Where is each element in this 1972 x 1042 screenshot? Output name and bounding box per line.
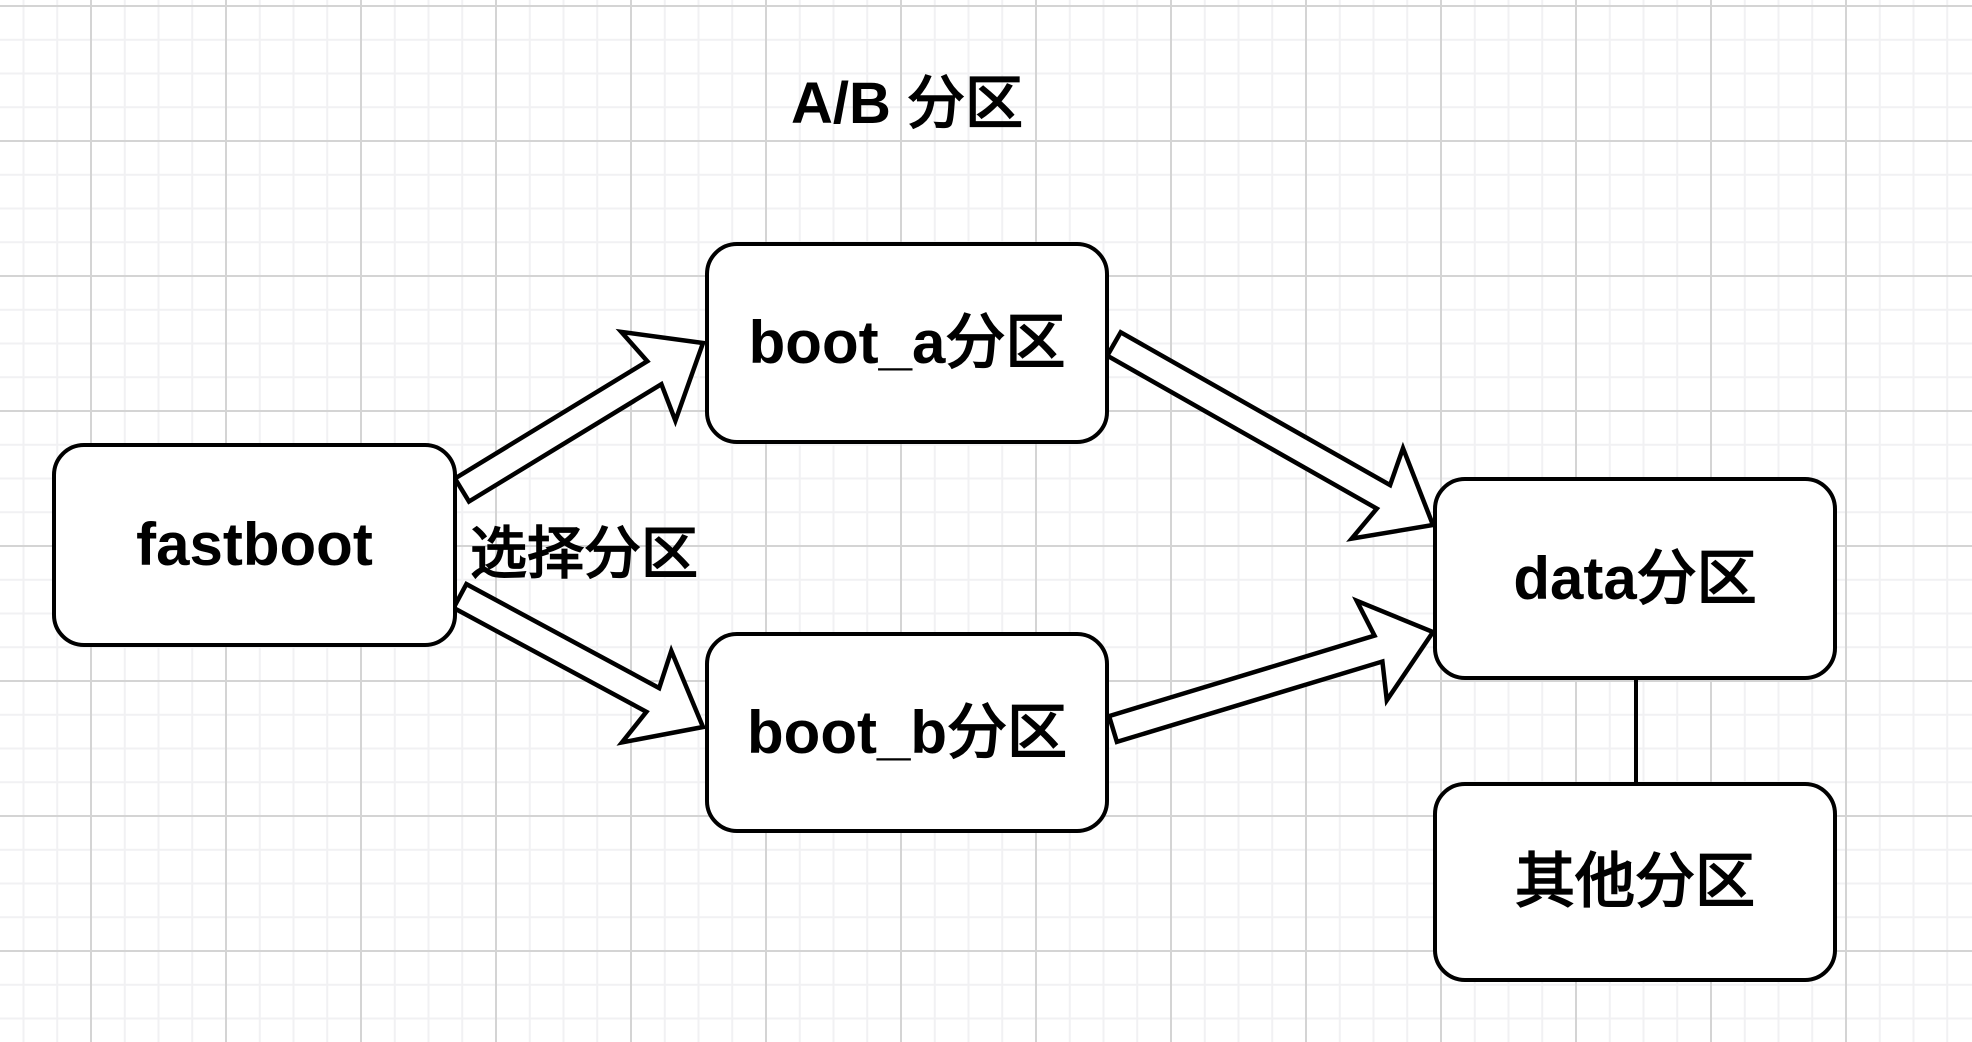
- node-other-partition[interactable]: 其他分区: [1433, 782, 1837, 982]
- diagram-title: A/B 分区: [790, 71, 1023, 136]
- arrow-fastboot-to-boot-a[interactable]: [451, 328, 707, 505]
- node-fastboot-label: fastboot: [136, 511, 373, 578]
- node-boot-b-label: boot_b分区: [747, 698, 1067, 766]
- node-boot-b-partition[interactable]: boot_b分区: [705, 632, 1109, 833]
- edge-label-select-partition[interactable]: 选择分区: [470, 522, 698, 586]
- arrow-boot-b-to-data[interactable]: [1106, 596, 1437, 745]
- node-fastboot[interactable]: fastboot: [52, 443, 457, 647]
- node-boot-a-label: boot_a分区: [748, 309, 1066, 376]
- arrow-fastboot-to-boot-b[interactable]: [450, 581, 707, 746]
- node-data-partition[interactable]: data分区: [1433, 477, 1837, 680]
- node-boot-a-partition[interactable]: boot_a分区: [705, 242, 1109, 444]
- arrow-boot-a-to-data[interactable]: [1104, 329, 1437, 542]
- node-other-label: 其他分区: [1515, 848, 1755, 915]
- node-data-label: data分区: [1513, 544, 1757, 612]
